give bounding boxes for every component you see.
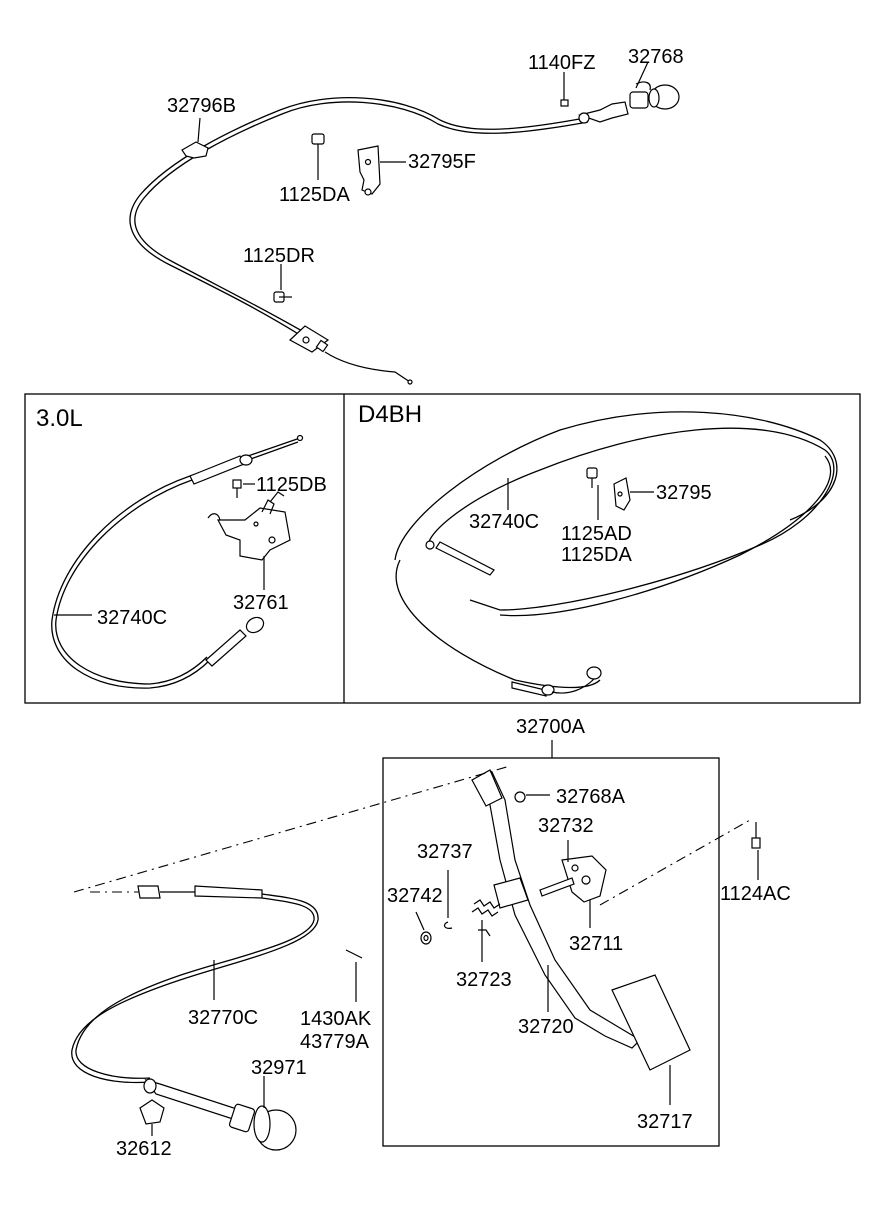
label-1125da-top: 1125DA (279, 184, 350, 206)
engine-variant-panels (24, 393, 861, 704)
label-1125dr: 1125DR (243, 245, 315, 267)
label-32796b: 32796B (167, 95, 236, 117)
label-43779a: 43779A (300, 1031, 370, 1053)
panel-d4bh-cable (394, 411, 838, 697)
label-32761: 32761 (233, 592, 289, 614)
label-32795: 32795 (656, 482, 712, 504)
section-labels: 3.0L D4BH (36, 401, 422, 432)
label-32711: 32711 (569, 933, 623, 955)
label-1140fz: 1140FZ (528, 52, 595, 74)
label-32795f: 32795F (408, 151, 476, 173)
top-cable-assembly (129, 61, 680, 385)
label-32700a: 32700A (516, 716, 586, 738)
part-number-labels: 32768 1140FZ 32796B 32795F 1125DA 1125DR… (97, 46, 791, 1160)
label-32971: 32971 (251, 1057, 307, 1079)
label-32770c: 32770C (188, 1007, 258, 1029)
label-32740c-left: 32740C (97, 607, 167, 629)
label-32720: 32720 (518, 1016, 574, 1038)
section-label-d4bh: D4BH (358, 401, 422, 428)
label-32768a: 32768A (556, 786, 626, 808)
label-1125da-right: 1125DA (561, 544, 632, 566)
label-1125ad: 1125AD (561, 523, 632, 545)
pedal-assembly-box (382, 740, 720, 1147)
label-32737: 32737 (417, 841, 473, 863)
label-32768: 32768 (628, 46, 684, 68)
label-32732: 32732 (538, 815, 594, 837)
label-32723: 32723 (456, 969, 512, 991)
label-32717: 32717 (637, 1111, 693, 1133)
label-1430ak: 1430AK (300, 1008, 372, 1030)
label-32612: 32612 (116, 1138, 172, 1160)
section-label-30l: 3.0L (36, 405, 83, 432)
label-32740c-right: 32740C (469, 511, 539, 533)
pedal-assembly (415, 769, 761, 1105)
label-1125db: 1125DB (256, 474, 327, 496)
label-32742: 32742 (387, 885, 443, 907)
panel-30l-cable (51, 434, 304, 689)
bottom-cable-assembly (71, 765, 511, 1151)
label-1124ac: 1124AC (720, 883, 791, 905)
